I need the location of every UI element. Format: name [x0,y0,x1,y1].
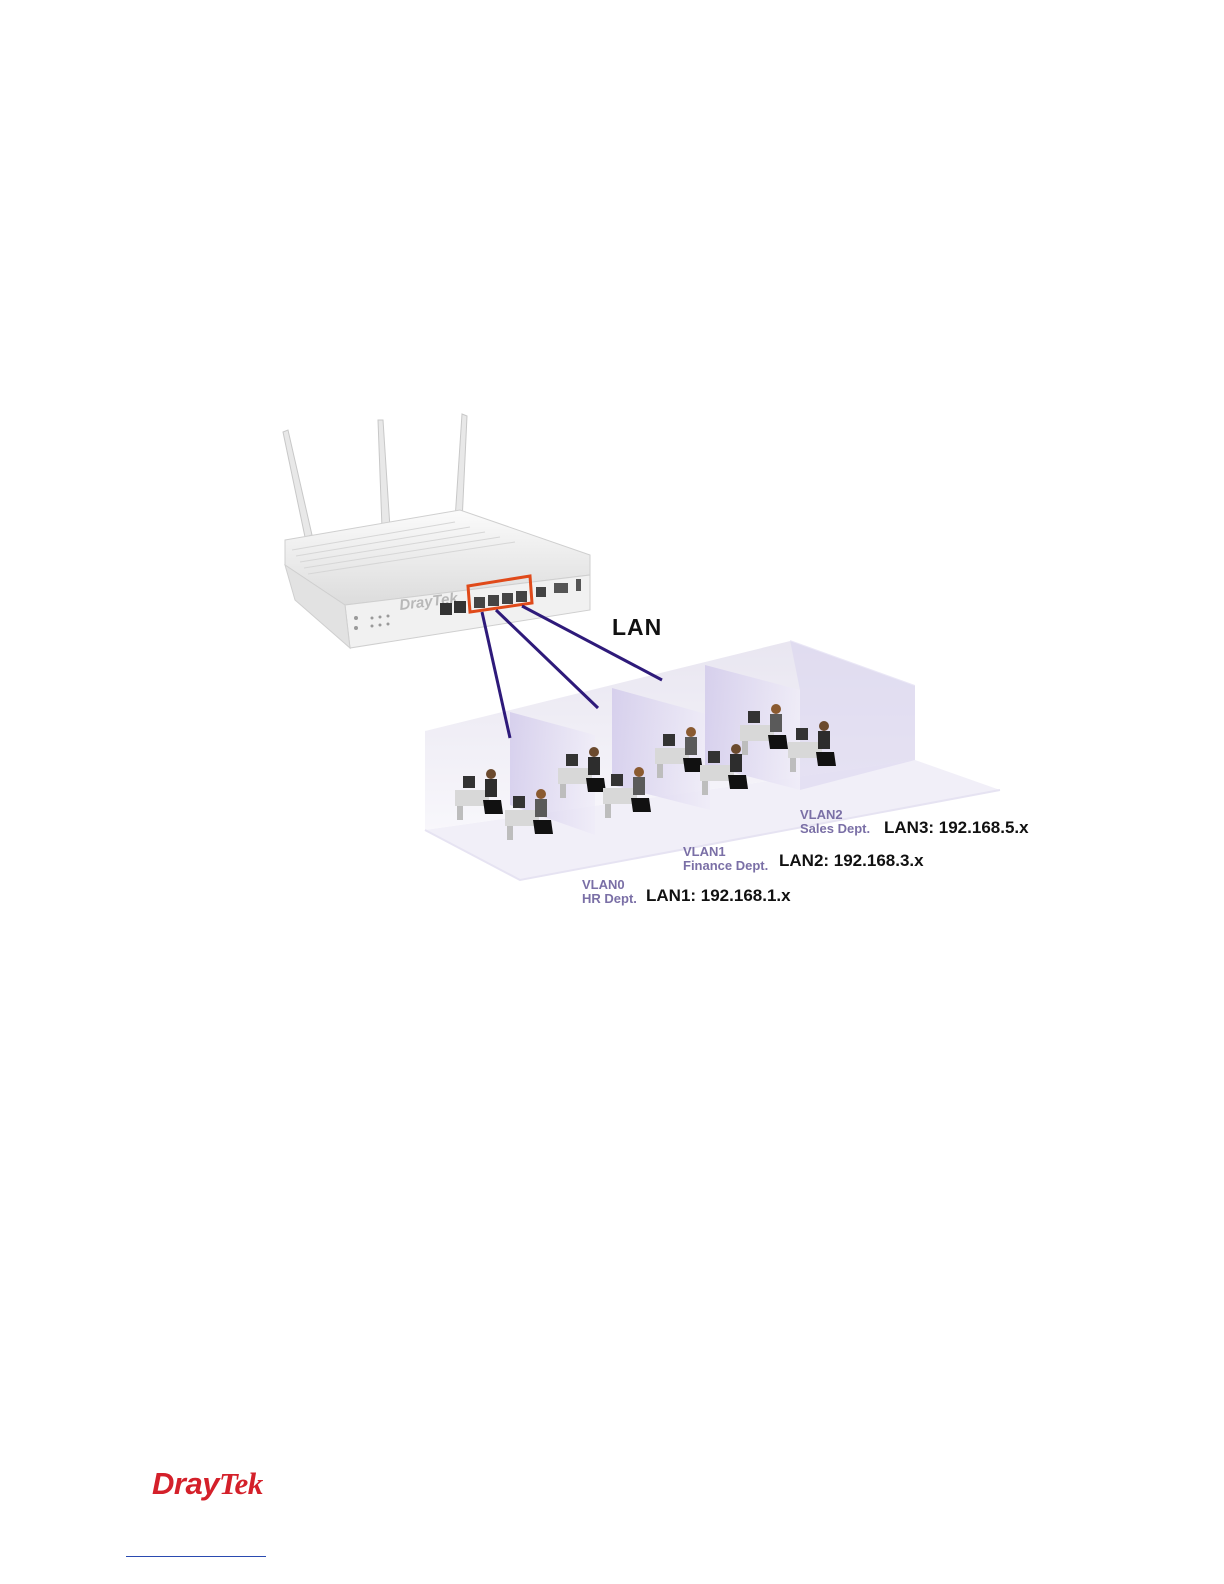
vlan0-name: VLAN0 [582,878,625,892]
vlan2-lan: LAN3: 192.168.5.x [884,818,1029,838]
cable-vlan1 [496,610,598,708]
lan-label: LAN [612,614,662,640]
router: DrayTek [283,414,590,648]
vlan2-name: VLAN2 [800,808,843,822]
logo-text-tek: Tek [219,1466,263,1501]
vlan1-name: VLAN1 [683,845,726,859]
antenna-right [455,414,467,522]
vlan0-dept: HR Dept. [582,892,637,906]
antenna-center [378,420,390,528]
footer-divider [126,1556,266,1557]
vlan1-dept: Finance Dept. [683,859,768,873]
antenna-left [283,430,312,537]
vlan0-lan: LAN1: 192.168.1.x [646,886,791,906]
vlan2-dept: Sales Dept. [800,822,870,836]
draytek-logo: DrayTek [152,1466,263,1502]
vlan1-lan: LAN2: 192.168.3.x [779,851,924,871]
logo-text-dray: Dray [152,1466,219,1501]
